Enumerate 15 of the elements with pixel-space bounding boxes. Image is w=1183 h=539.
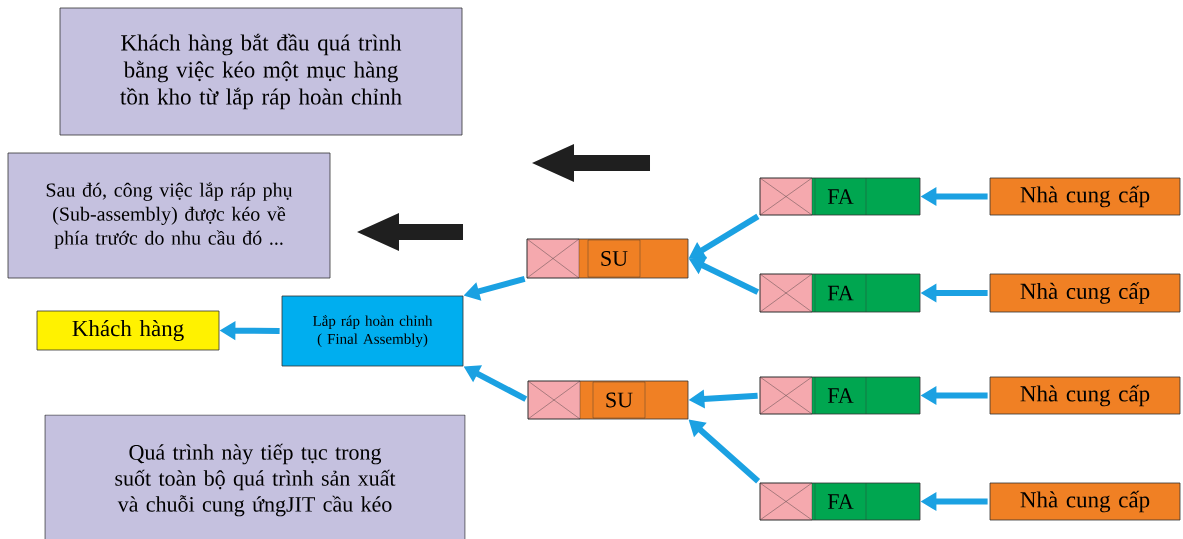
part-strip: FA: [759, 376, 921, 415]
part-strip: FA: [759, 177, 921, 216]
process-box: Khách hàng: [36, 310, 220, 351]
subassembly-strip: SU: [527, 380, 689, 420]
note-box: Quá trình này tiếp tục trong suốt toàn bộ quá trình sản xuất và chuỗi cung ứngJIT cầu kéo: [44, 414, 466, 539]
note-box: Sau đó, công việc lắp ráp phụ (Sub-assembly) được kéo về phía trước do nhu cầu đó ...: [7, 152, 331, 279]
subassembly-strip: SU: [526, 238, 689, 279]
process-box: Lắp ráp hoàn chỉnh ( Final Assembly): [281, 295, 464, 367]
note-box: Khách hàng bắt đầu quá trình bằng việc kéo một mục hàng tồn kho từ lắp ráp hoàn chỉnh: [59, 7, 463, 136]
process-box: Nhà cung cấp: [989, 376, 1181, 415]
process-box: Nhà cung cấp: [989, 482, 1181, 521]
process-box: Nhà cung cấp: [989, 177, 1181, 216]
part-strip: FA: [759, 273, 921, 313]
part-strip: FA: [759, 482, 921, 521]
process-box: Nhà cung cấp: [989, 273, 1181, 313]
